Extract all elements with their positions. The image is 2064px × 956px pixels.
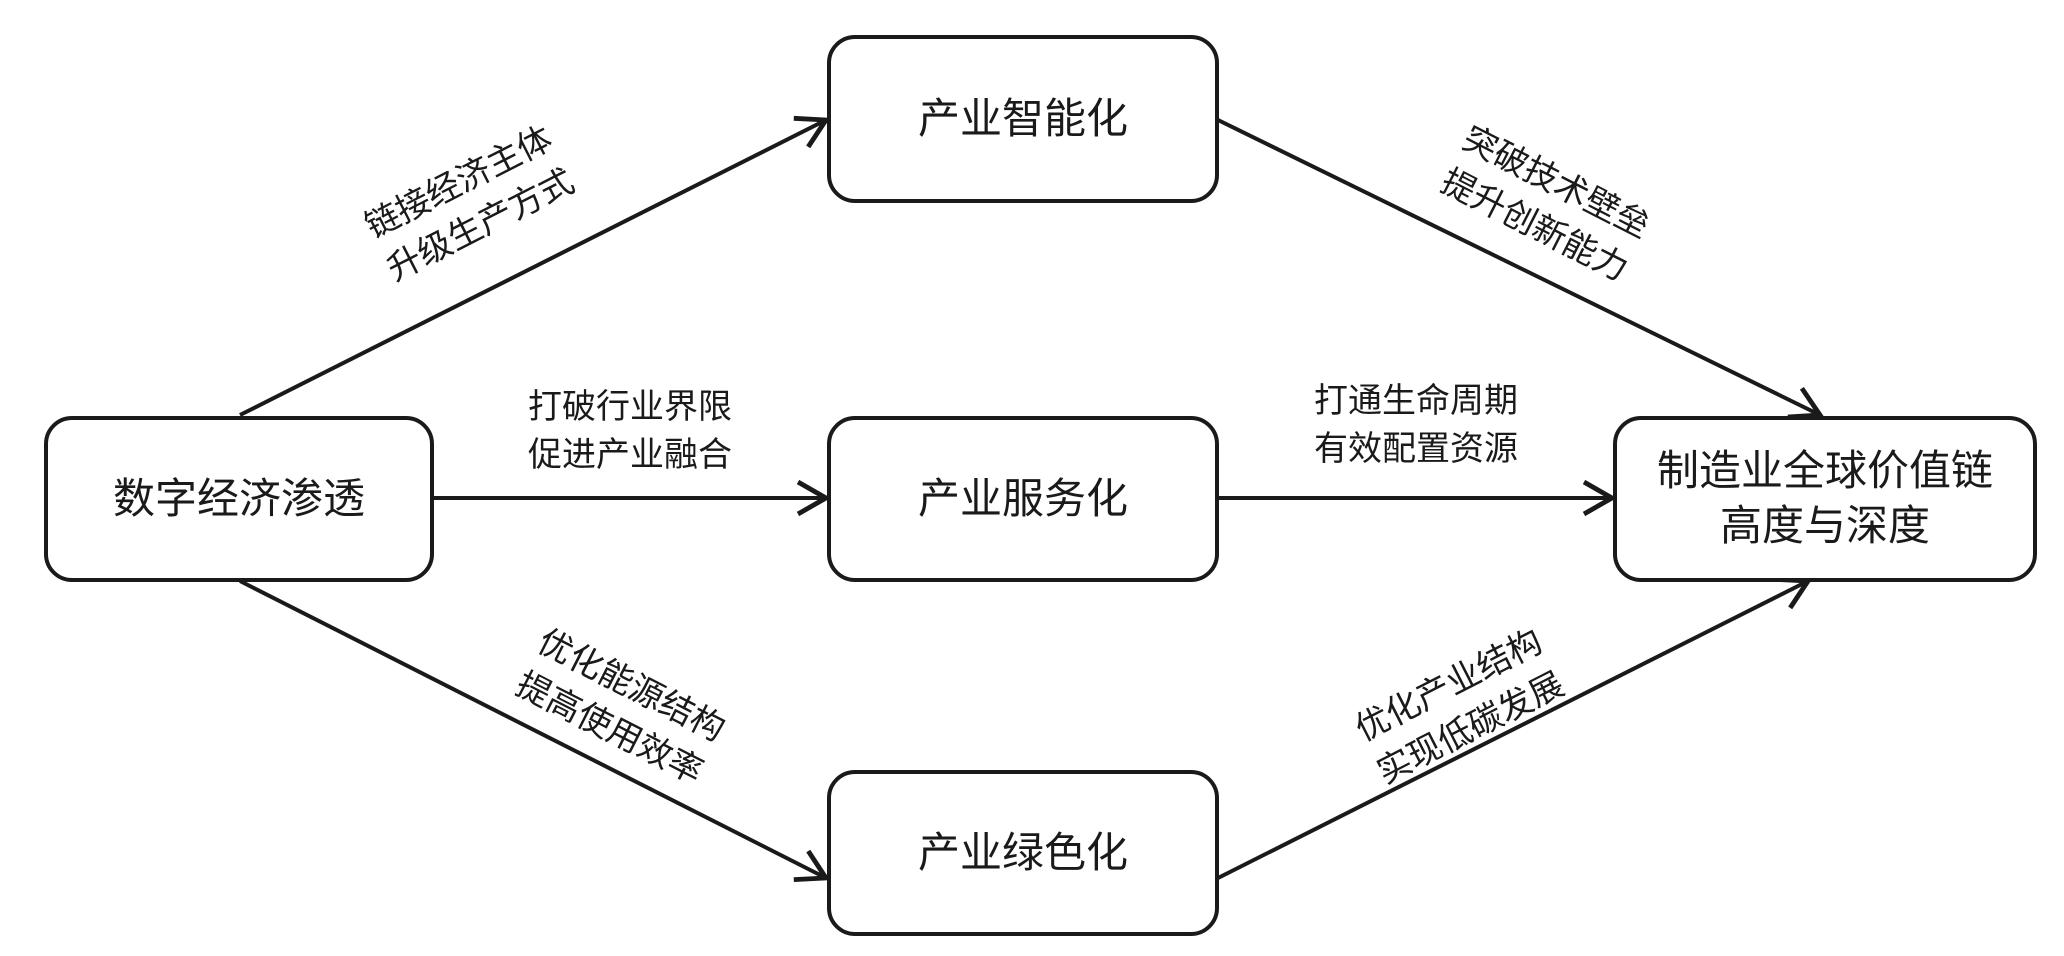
node-global-value-chain: 制造业全球价值链 高度与深度 [1613,416,2037,582]
node-digital-economy: 数字经济渗透 [44,416,434,582]
edge-label-line: 促进产业融合 [528,434,732,475]
node-industrial-intelligence-label: 产业智能化 [917,93,1128,143]
node-global-value-chain-line1: 制造业全球价值链 [1656,446,1993,496]
arrow-source-to-intelligent [239,115,831,417]
node-global-value-chain-line2: 高度与深度 [1719,501,1930,550]
node-industrial-servitization-label: 产业服务化 [917,473,1128,523]
edge-label-line: 打破行业界限 [528,387,732,427]
edge-label-line: 有效配置资源 [1314,428,1518,469]
node-industrial-intelligence: 产业智能化 [827,35,1219,203]
node-industrial-servitization: 产业服务化 [827,416,1219,582]
arrow-green-to-target [1217,576,1813,880]
edge-label-source-to-service: 打破行业界限 促进产业融合 [500,384,760,479]
edge-label-service-to-target: 打通生命周期 有效配置资源 [1286,378,1546,473]
node-industrial-greening-label: 产业绿色化 [917,827,1128,877]
arrow-intelligent-to-target [1217,118,1825,420]
node-digital-economy-label: 数字经济渗透 [112,473,365,523]
node-industrial-greening: 产业绿色化 [827,770,1219,936]
arrow-source-to-green [239,579,831,883]
edge-label-line: 打通生命周期 [1314,381,1518,421]
